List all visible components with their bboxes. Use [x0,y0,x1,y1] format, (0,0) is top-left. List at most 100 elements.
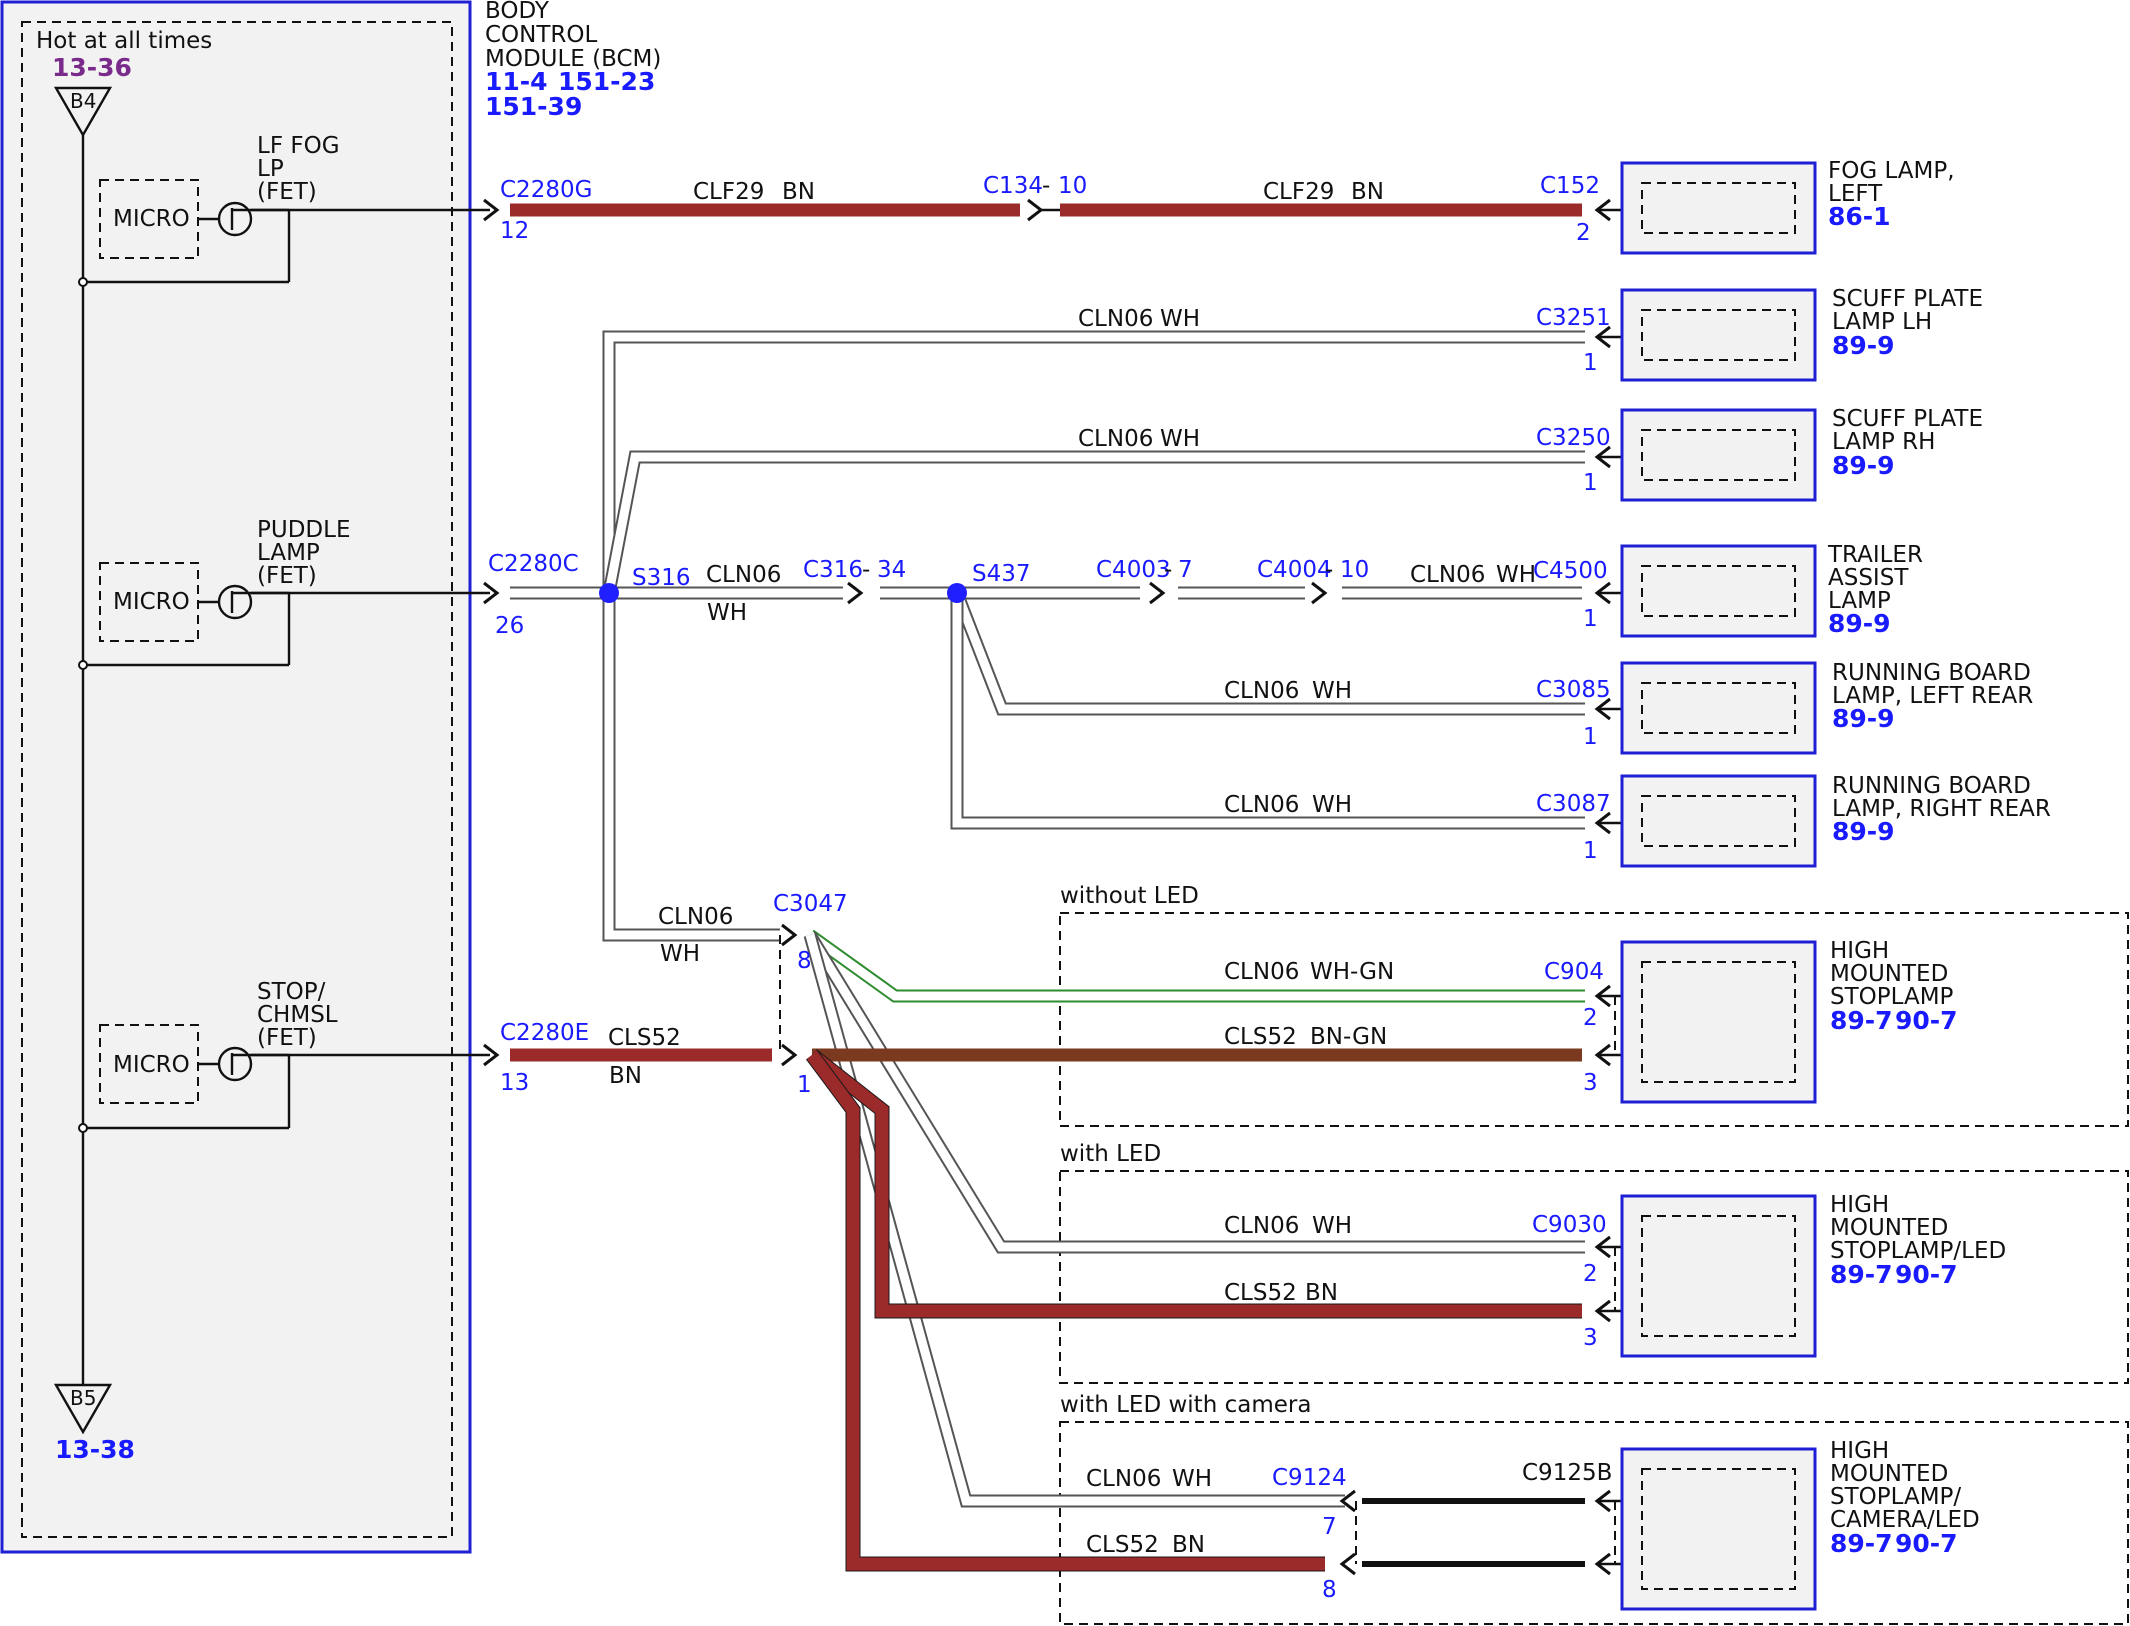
splice-s437 [947,583,967,603]
c904-pin2: 2 [1583,1005,1598,1031]
hms3-name-2: MOUNTED [1830,1461,1948,1487]
micro-label-3: MICRO [113,1052,190,1078]
wire-clf29-label-1: CLF29 [693,179,764,205]
hms3-name-3: STOPLAMP/ [1830,1484,1961,1510]
high-mounted-stoplamp-led [1620,1194,1817,1358]
wire-bn-cam: BN [1172,1532,1205,1558]
c9124-pin7: 7 [1322,1514,1337,1540]
trailer-ref: 89-9 [1828,609,1891,638]
c3047-pin1: 1 [797,1072,812,1098]
b5-triangle-icon [53,1383,113,1435]
fog-name-2: LEFT [1828,181,1883,207]
hms1-ref-1: 89-7 [1830,1006,1893,1035]
component-arrows [1339,198,1640,1576]
c3251-pin: 1 [1583,350,1598,376]
b5-label: B5 [70,1386,96,1410]
high-mounted-stoplamp [1620,940,1817,1104]
hms3-ref-2: 90-7 [1895,1529,1958,1558]
fet2-label-1: PUDDLE [257,517,350,543]
rblr-name-1: RUNNING BOARD [1832,660,2031,686]
fet3-label-2: CHMSL [257,1002,338,1028]
c4003-label: C4003 [1096,557,1171,583]
trailer-name-3: LAMP [1828,588,1891,614]
bcm-ref-3: 151-39 [485,92,582,121]
wire-wh-rblr: WH [1312,678,1352,704]
scuffrh-ref: 89-9 [1832,451,1895,480]
hms1-ref-2: 90-7 [1895,1006,1958,1035]
fog-name-1: FOG LAMP, [1828,158,1955,184]
rbrr-ref: 89-9 [1832,817,1895,846]
scufflh-name-1: SCUFF PLATE [1832,286,1983,312]
bcm-title-2: CONTROL [485,22,598,48]
hot-label: Hot at all times [36,28,212,54]
micro-label-2: MICRO [113,589,190,615]
b4-label: B4 [70,89,96,113]
c316-pin: 34 [877,557,906,583]
hms3-name-1: HIGH [1830,1438,1889,1464]
wire-cls52-cam: CLS52 [1086,1532,1159,1558]
bcm-ref-1: 11-4 [485,67,548,96]
fet1-label-1: LF FOG [257,133,340,159]
wire-wh-rh: WH [1160,426,1200,452]
wire-wh-trailer: WH [1496,562,1536,588]
scuff-plate-lamp-rh [1620,408,1817,502]
c3251-label: C3251 [1536,305,1611,331]
fog-lamp-left [1620,161,1817,255]
bcm-title-1: BODY [485,0,550,24]
c3250-pin: 1 [1583,470,1598,496]
c9030-pin2: 2 [1583,1261,1598,1287]
wire-cln06-rh: CLN06 [1078,426,1153,452]
c134-dash: - [1042,173,1050,199]
wire-wh-led: WH [1312,1213,1352,1239]
labels: C2280G 12 CLF29 BN C134 - 10 CLF29 BN C1… [488,173,1612,1603]
wire-cln06-cam: CLN06 [1086,1466,1161,1492]
section-with-led-camera [1059,1421,2129,1625]
white-wires [510,330,1585,1508]
hms3-ref-1: 89-7 [1830,1529,1893,1558]
rbrr-name-2: LAMP, RIGHT REAR [1832,796,2051,822]
wire-cln06-c3047: CLN06 [658,904,733,930]
c3047-pin8: 8 [797,948,812,974]
hms1-name-3: STOPLAMP [1830,984,1954,1010]
s437-label: S437 [972,561,1031,587]
hms2-name-2: MOUNTED [1830,1215,1948,1241]
wire-cls52-led [807,1049,1582,1318]
fet2-label-2: LAMP [257,540,320,566]
micro-label-1: MICRO [113,206,190,232]
wires [510,198,1585,1572]
c9125b-label: C9125B [1522,1460,1612,1486]
trailer-name-1: TRAILER [1827,542,1923,568]
c4003-pin: 7 [1178,557,1193,583]
hms1-name-1: HIGH [1830,938,1889,964]
b4-triangle-icon [53,86,113,138]
c904-label: C904 [1544,959,1604,985]
c3085-label: C3085 [1536,677,1611,703]
bcm-ref-2: 151-23 [558,67,655,96]
c3085-pin: 1 [1583,724,1598,750]
c2280g-pin: 12 [500,218,529,244]
wire-cln06-main: CLN06 [706,562,781,588]
c4004-label: C4004 [1257,557,1332,583]
section-with-led-label: with LED [1060,1141,1161,1167]
trailer-assist-lamp [1620,544,1817,638]
rblr-name-2: LAMP, LEFT REAR [1832,683,2033,709]
c134-pin: 10 [1058,173,1087,199]
hot-ref: 13-36 [52,53,132,82]
component-boxes [1620,161,1817,1611]
fet3-label-1: STOP/ [257,979,326,1005]
rbrr-name-1: RUNNING BOARD [1832,773,2031,799]
wire-cls52-main: CLS52 [608,1025,681,1051]
wire-wh-lh: WH [1160,306,1200,332]
component-names: FOG LAMP, LEFT 86-1 SCUFF PLATE LAMP LH … [1827,158,2051,1558]
wire-cln06-trailer: CLN06 [1410,562,1485,588]
wire-wh-rbrr: WH [1312,792,1352,818]
running-board-lamp-right-rear [1620,774,1817,868]
wire-cls52-camera [806,1051,1325,1571]
c3047-label: C3047 [773,891,848,917]
c3087-pin: 1 [1583,838,1598,864]
c4004-dash: - [1325,557,1333,583]
wire-bn-main: BN [609,1063,642,1089]
c9124-pin8: 8 [1322,1577,1337,1603]
c152-pin: 2 [1576,220,1591,246]
